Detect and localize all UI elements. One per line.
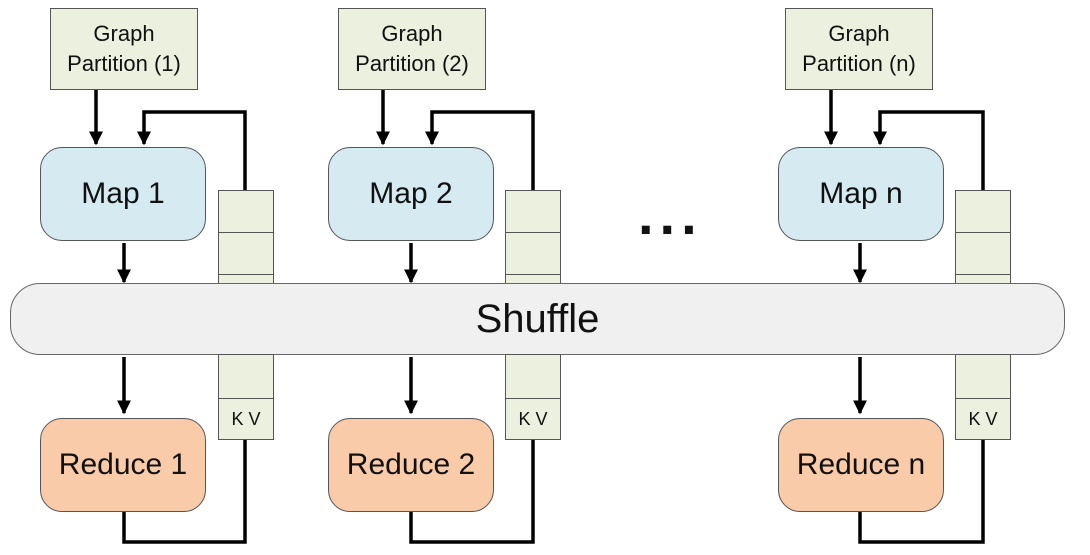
map-box-2: Map 2	[328, 147, 494, 241]
feedback-to-map-arrow-2	[425, 110, 535, 190]
reduce-box-n: Reduce n	[778, 418, 944, 512]
shuffle-bar: Shuffle	[10, 283, 1065, 355]
graph-partition-2: Graph Partition (2)	[338, 8, 486, 90]
map-box-1: Map 1	[40, 147, 206, 241]
partition-label-line2: Partition (1)	[67, 51, 181, 76]
map-label: Map 1	[81, 177, 165, 210]
map-box-n: Map n	[778, 147, 944, 241]
feedback-to-map-arrow-1	[137, 110, 247, 190]
kv-label: K V	[231, 408, 261, 429]
kv-cell	[955, 354, 1011, 400]
reduce-box-1: Reduce 1	[40, 418, 206, 512]
partition-label-line2: Partition (2)	[355, 51, 469, 76]
reduce-label: Reduce n	[796, 448, 926, 481]
reduce-box-2: Reduce 2	[328, 418, 494, 512]
reduce-feedback-line-n	[858, 440, 985, 544]
kv-cell	[218, 190, 274, 234]
kv-cell	[505, 190, 561, 234]
map-label: Map 2	[369, 177, 453, 210]
kv-cell-labeled: K V	[218, 398, 274, 440]
kv-cell	[505, 354, 561, 400]
reduce-label: Reduce 1	[58, 448, 188, 481]
graph-partition-1: Graph Partition (1)	[50, 8, 198, 90]
kv-cell-labeled: K V	[505, 398, 561, 440]
partition-label-line2: Partition (n)	[802, 51, 916, 76]
kv-label: K V	[968, 408, 998, 429]
ellipsis: ...	[638, 183, 703, 246]
kv-cell-labeled: K V	[955, 398, 1011, 440]
partition-label-line1: Graph	[381, 21, 443, 46]
kv-cell	[218, 232, 274, 276]
partition-label-line1: Graph	[828, 21, 890, 46]
kv-label: K V	[518, 408, 548, 429]
reduce-label: Reduce 2	[346, 448, 476, 481]
graph-partition-n: Graph Partition (n)	[785, 8, 933, 90]
kv-cell	[218, 354, 274, 400]
shuffle-label: Shuffle	[475, 296, 600, 341]
feedback-to-map-arrow-n	[873, 110, 985, 190]
reduce-feedback-line-1	[122, 440, 247, 544]
map-label: Map n	[819, 177, 903, 210]
reduce-feedback-line-2	[409, 440, 535, 544]
partition-label-line1: Graph	[93, 21, 155, 46]
kv-cell	[955, 190, 1011, 234]
kv-cell	[505, 232, 561, 276]
kv-cell	[955, 232, 1011, 276]
